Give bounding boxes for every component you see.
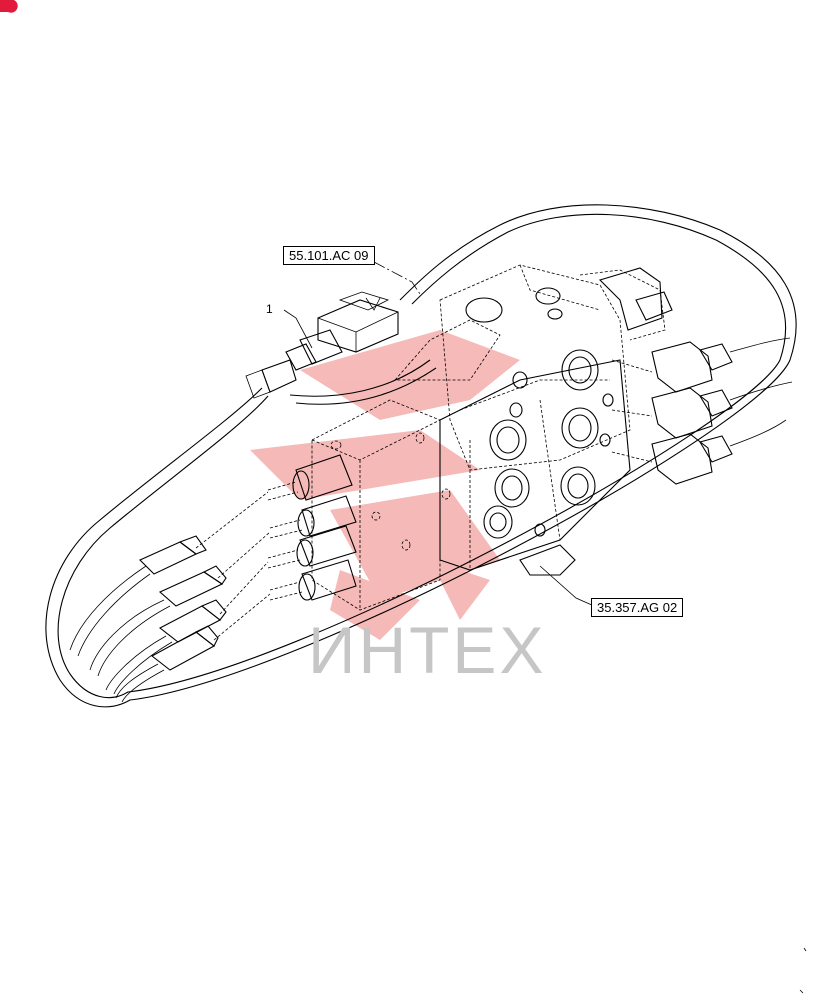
reference-label-55-101: 55.101.AC 09 — [283, 246, 375, 265]
callout-item-1: 1 — [266, 302, 273, 316]
brand-logo-icon — [0, 0, 18, 13]
watermark-emblem-icon — [250, 330, 520, 640]
leader-callout-1 — [283, 309, 313, 349]
control-valve-block — [267, 264, 673, 611]
main-cable-loop — [45, 204, 797, 708]
leader-ref-b — [539, 565, 595, 607]
left-connectors — [139, 535, 227, 671]
right-connectors — [611, 337, 793, 485]
main-harness-connector — [245, 291, 399, 399]
leader-ref-a — [373, 261, 421, 295]
watermark-text: ИНТЕХ — [308, 613, 547, 687]
reference-label-35-357: 35.357.AG 02 — [591, 598, 684, 617]
